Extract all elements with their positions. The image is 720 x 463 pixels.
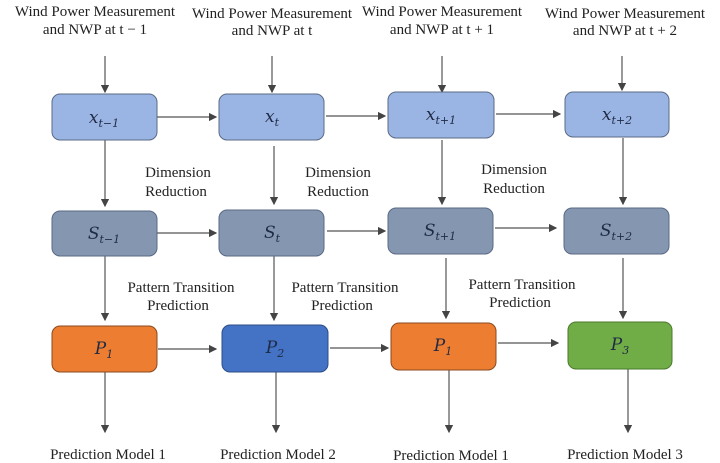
pattern-transition-label: Pattern Transition xyxy=(291,280,399,296)
pattern-transition-label: Pattern Transition xyxy=(468,277,576,293)
p-node-label: P1 xyxy=(433,336,452,358)
input-label-line1: Wind Power Measurement xyxy=(545,6,706,22)
x-node-label: xt−1 xyxy=(89,108,119,130)
p-node-label: P1 xyxy=(94,339,113,361)
s-node xyxy=(563,207,670,255)
input-label-line1: Wind Power Measurement xyxy=(362,4,523,20)
x-node xyxy=(564,91,670,138)
input-label-line2: and NWP at t − 1 xyxy=(43,22,147,38)
output-label: Prediction Model 1 xyxy=(50,447,166,463)
x-node xyxy=(51,93,158,141)
s-node xyxy=(51,210,158,257)
x-node-label: xt xyxy=(265,107,280,129)
input-label-line2: and NWP at t + 2 xyxy=(573,23,677,39)
s-node xyxy=(218,209,325,257)
pattern-transition-labels: Pattern Transition Prediction Pattern Tr… xyxy=(127,277,576,314)
p-row: P1 P2 P1 P3 xyxy=(51,321,673,373)
x-node xyxy=(218,93,325,141)
s-row: St−1 St St+1 St+2 xyxy=(51,207,670,257)
output-label: Prediction Model 2 xyxy=(220,447,336,463)
x-node xyxy=(387,91,495,139)
p-node xyxy=(51,325,158,373)
x-row: xt−1 xt xt+1 xt+2 xyxy=(51,91,670,141)
s-node-label: St+1 xyxy=(424,221,456,243)
dimension-reduction-labels: Dimension Reduction Dimension Reduction … xyxy=(145,162,547,200)
dimension-reduction-label: Reduction xyxy=(307,184,369,200)
pattern-transition-label: Prediction xyxy=(147,298,209,314)
dimension-reduction-label: Dimension xyxy=(305,165,371,181)
p-node-label: P3 xyxy=(610,335,629,357)
dimension-reduction-label: Dimension xyxy=(481,162,547,178)
s-node-label: St xyxy=(264,223,281,245)
dimension-reduction-label: Dimension xyxy=(145,165,211,181)
output-label: Prediction Model 1 xyxy=(393,448,509,463)
input-label-line2: and NWP at t + 1 xyxy=(390,22,494,38)
p-node-label: P2 xyxy=(265,338,284,360)
x-node-label: xt+1 xyxy=(426,105,456,127)
p-node xyxy=(390,322,497,371)
pattern-transition-label: Prediction xyxy=(489,295,551,311)
output-labels: Prediction Model 1 Prediction Model 2 Pr… xyxy=(50,447,683,463)
input-label-line2: and NWP at t xyxy=(232,23,314,39)
s-node-label: St−1 xyxy=(88,224,120,246)
input-label-line1: Wind Power Measurement xyxy=(15,4,176,20)
dimension-reduction-label: Reduction xyxy=(145,184,207,200)
dimension-reduction-label: Reduction xyxy=(483,181,545,197)
output-label: Prediction Model 3 xyxy=(567,447,683,463)
connectors xyxy=(100,56,633,434)
input-label-line1: Wind Power Measurement xyxy=(192,6,353,22)
pattern-transition-label: Prediction xyxy=(311,298,373,314)
input-labels: Wind Power Measurement and NWP at t − 1 … xyxy=(15,4,706,39)
p-node xyxy=(567,321,673,370)
pattern-transition-label: Pattern Transition xyxy=(127,280,235,296)
p-node xyxy=(221,324,329,373)
x-node-label: xt+2 xyxy=(602,105,632,127)
s-node-label: St+2 xyxy=(600,221,632,243)
s-node xyxy=(387,207,494,255)
